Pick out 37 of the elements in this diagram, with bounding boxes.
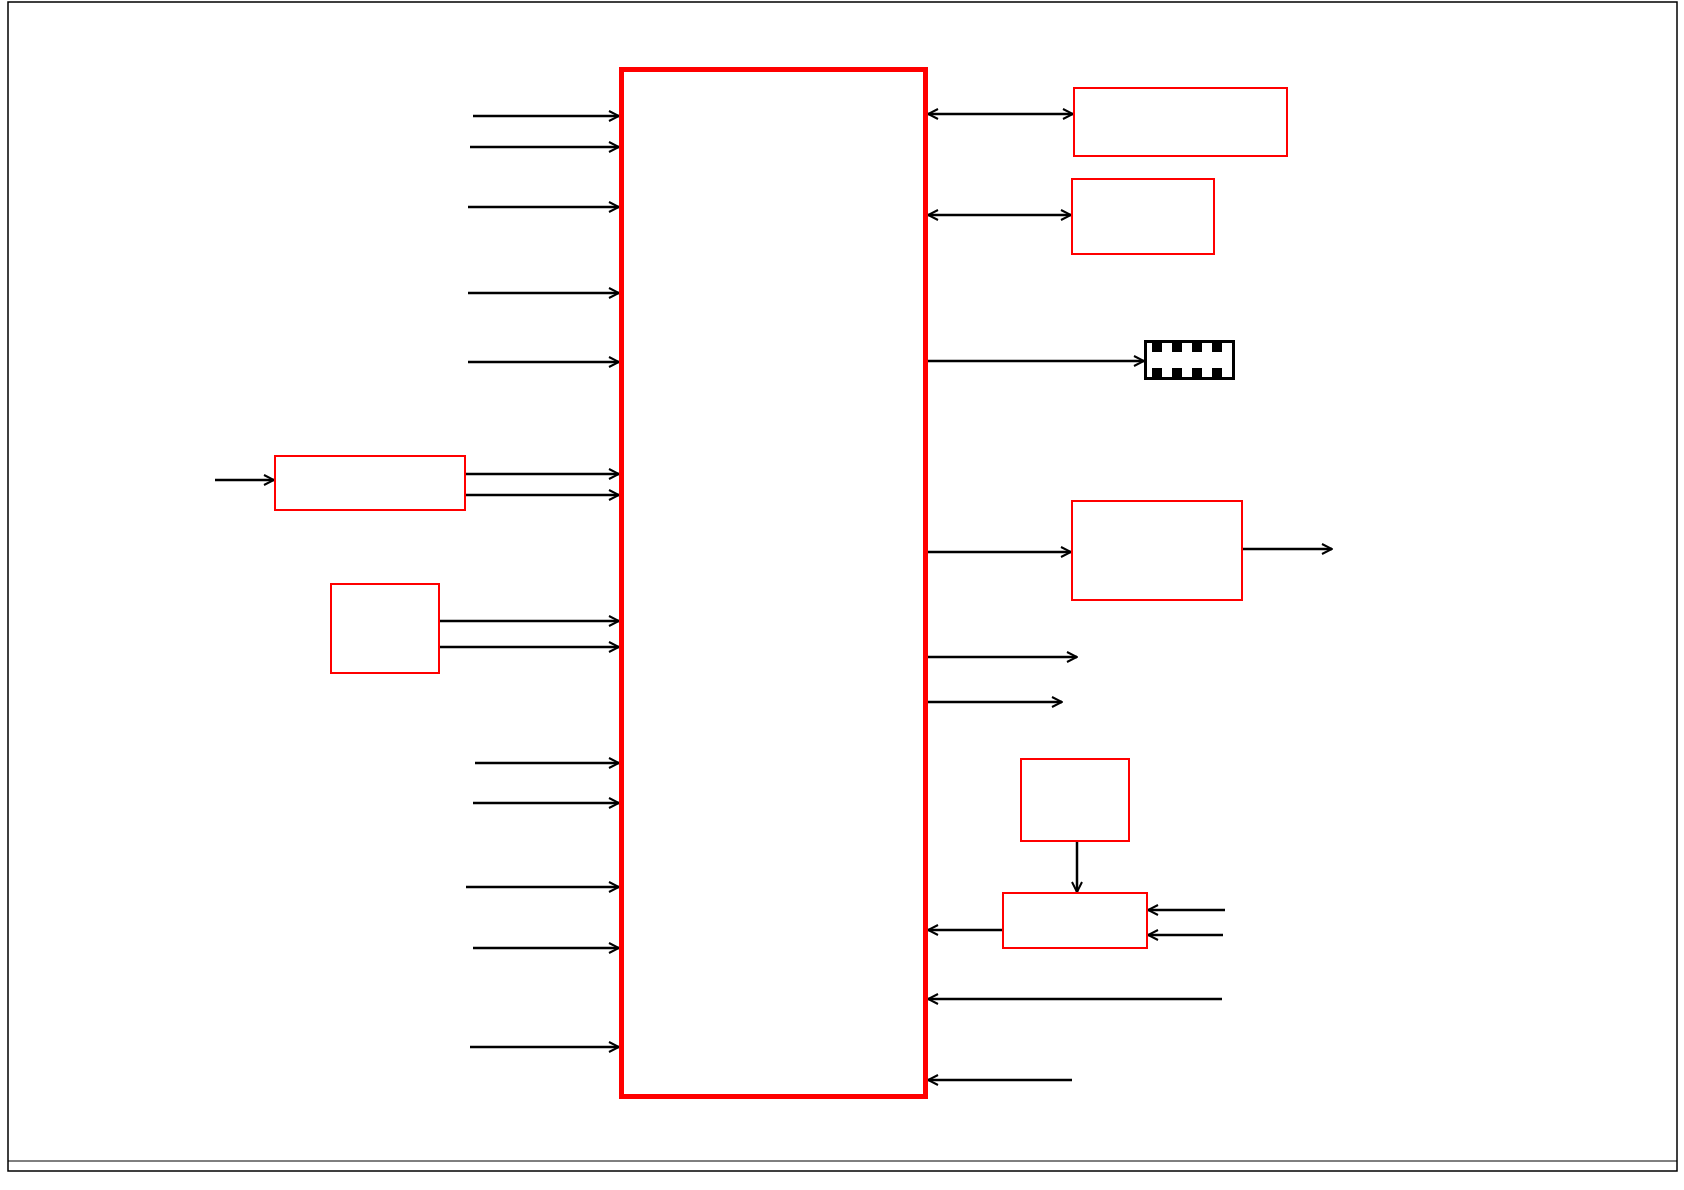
arrow: [440, 615, 620, 627]
arrow: [475, 757, 620, 769]
arrow: [468, 356, 620, 368]
arrow: [1147, 904, 1225, 916]
arrow: [468, 201, 620, 213]
arrow: [928, 355, 1145, 367]
arrow: [927, 108, 1074, 120]
arrow: [927, 993, 1222, 1005]
block-box: [330, 583, 440, 674]
main-block: [619, 67, 928, 1099]
arrow: [473, 110, 620, 122]
block-box: [1071, 500, 1243, 601]
arrow: [468, 287, 620, 299]
arrow: [470, 1041, 620, 1053]
chip-icon: [1144, 340, 1235, 380]
block-box: [1020, 758, 1130, 842]
arrow: [215, 474, 275, 486]
arrow: [928, 696, 1063, 708]
arrow: [928, 651, 1078, 663]
arrow: [927, 1074, 1072, 1086]
block-box: [274, 455, 466, 511]
arrow: [927, 209, 1072, 221]
arrow: [466, 468, 620, 480]
arrow: [466, 489, 620, 501]
arrow: [473, 797, 620, 809]
arrow: [927, 924, 1002, 936]
arrow: [928, 546, 1072, 558]
arrow: [1071, 842, 1083, 893]
arrow: [1243, 543, 1333, 555]
arrow: [466, 881, 620, 893]
arrow: [440, 641, 620, 653]
arrow: [470, 141, 620, 153]
block-box: [1071, 178, 1215, 255]
block-box: [1073, 87, 1288, 157]
arrow: [473, 942, 620, 954]
arrow: [1147, 929, 1223, 941]
block-box: [1002, 892, 1148, 949]
